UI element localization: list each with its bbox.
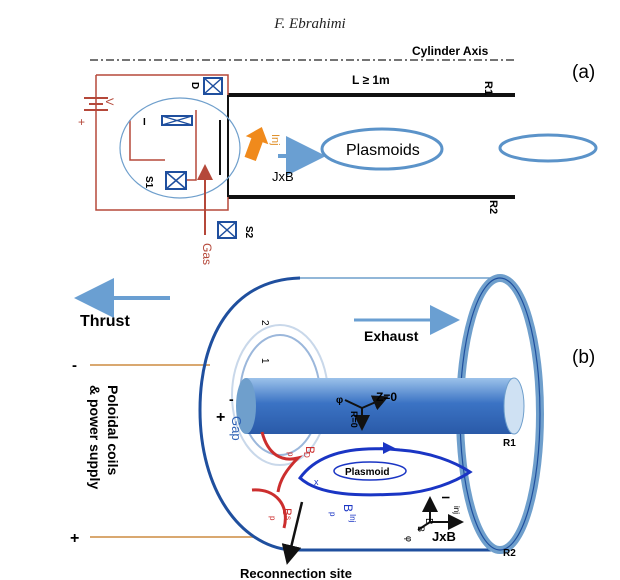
- coil-s1: [165, 171, 187, 190]
- poloidal-coils-label-1: Poloidal coils: [105, 385, 121, 475]
- field-line-s: [251, 488, 287, 529]
- plasmoid-field-loop: [297, 447, 473, 497]
- jxb-label-b: JxB: [432, 529, 456, 544]
- length-label: L ≥ 1m: [352, 73, 390, 87]
- inner-cylinder-front-cap: [503, 377, 525, 435]
- z-axis-arrow: [361, 395, 389, 411]
- reconnection-label: Reconnection site: [240, 566, 352, 580]
- panel-b: (b) Thrust Exhaust - + Poloidal coils & …: [70, 274, 595, 580]
- coil-i-label: I: [143, 117, 146, 128]
- phi-small-axis: [417, 521, 431, 531]
- inner-cylinder-body: [246, 378, 514, 434]
- bp-d-sub: p: [286, 452, 295, 457]
- plasmoid-ellipse-1: [320, 127, 444, 171]
- power-minus-label: -: [72, 357, 77, 374]
- plasmoid-ellipse-2: [498, 133, 598, 163]
- panel-a-label: (a): [572, 62, 595, 83]
- plasmoids-label: Plasmoids: [346, 142, 420, 159]
- r1-label: R1: [482, 81, 494, 95]
- ring-1-label: 1: [259, 358, 270, 364]
- circuit-wire-inner: [129, 120, 165, 161]
- phi-label: φ: [336, 395, 343, 406]
- i-inj-sub: inj: [452, 506, 461, 514]
- bp-inj-sub: p: [328, 512, 337, 517]
- voltage-label: V: [103, 98, 115, 106]
- z0-label: Z=0: [376, 390, 397, 404]
- circuit-wire-outer: [95, 75, 229, 211]
- panel-a: Cylinder Axis (a) L ≥ 1m R1 R2 V +: [78, 44, 598, 265]
- jxb-label-a: JxB: [272, 169, 294, 184]
- injector-region-ellipse: [119, 97, 241, 199]
- gap-label: Gap: [229, 416, 244, 441]
- inner-cylinder-back-cap: [236, 378, 256, 434]
- bp-inj-sup: Inj: [348, 514, 357, 523]
- field-line-d: [260, 431, 303, 493]
- coil-d-label: D: [189, 82, 200, 89]
- bp-s-label: B: [280, 508, 294, 516]
- phi-small-label: φ: [404, 536, 414, 542]
- power-plus-label: +: [70, 530, 79, 547]
- battery-plus-label: +: [78, 115, 85, 129]
- panel-b-label: (b): [572, 347, 595, 368]
- r0-label: R=0: [349, 411, 359, 428]
- thrust-label: Thrust: [80, 313, 130, 330]
- coil-s2: [217, 221, 237, 239]
- r1-label-b: R1: [503, 438, 516, 449]
- ring-2-label: 2: [259, 320, 270, 326]
- bp-inj-label: B: [341, 504, 355, 512]
- plasmoid-ellipse-b: [333, 461, 407, 481]
- coil-s1-label: S1: [143, 176, 154, 189]
- gas-label: Gas: [200, 243, 214, 265]
- b-label-1: B: [423, 518, 434, 525]
- b-label-2: B: [416, 526, 426, 532]
- inj-label: Inj: [269, 134, 281, 146]
- coil-i: [161, 115, 193, 126]
- bp-s-sub: p: [268, 516, 277, 521]
- coil-d: [203, 77, 223, 95]
- poloidal-coils-label-2: & power supply: [87, 385, 103, 489]
- r2-label: R2: [487, 200, 499, 214]
- circuit-wire-top: [96, 74, 229, 95]
- bp-s-sup: s: [284, 516, 293, 520]
- i-inj-label: I: [439, 496, 451, 499]
- bp-d-sup: D: [302, 452, 311, 458]
- plasmoid-label: Plasmoid: [345, 467, 389, 478]
- page-header-author: F. Ebrahimi: [274, 16, 346, 32]
- bp-d-label: B: [303, 446, 317, 454]
- reconnection-arrow: [281, 501, 304, 565]
- x-point-label: x: [314, 477, 319, 487]
- phi-axis-line: [344, 399, 363, 409]
- circuit-wire-mid: [186, 110, 197, 181]
- gap-plus-label: +: [216, 409, 225, 426]
- gap-minus-label: -: [229, 391, 234, 407]
- exhaust-label: Exhaust: [364, 328, 419, 344]
- coil-s2-label: S2: [243, 226, 254, 239]
- injection-arrow: [244, 127, 269, 162]
- cylinder-axis-label: Cylinder Axis: [412, 44, 489, 58]
- cylinder-front-face: [198, 276, 500, 552]
- r2-label-b: R2: [503, 548, 516, 559]
